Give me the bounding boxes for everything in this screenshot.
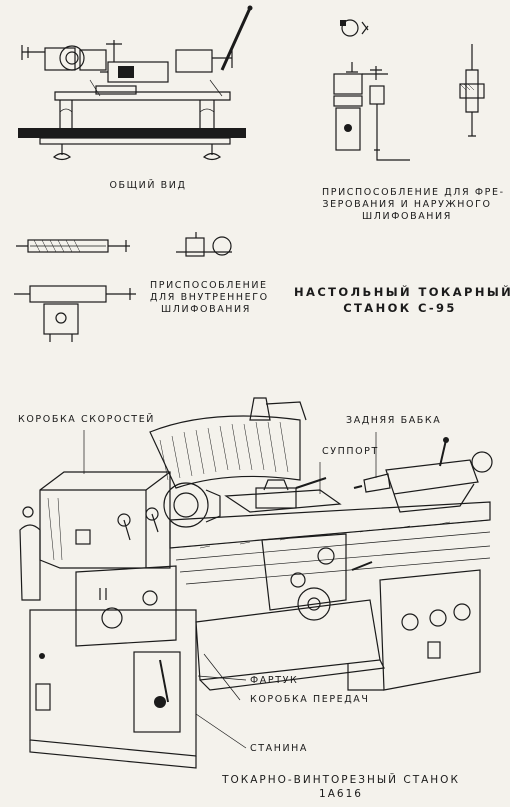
label-internal-fixture-line-2: ДЛЯ ВНУТРЕННЕГО — [150, 292, 269, 303]
internal-grinding-fixture-drawing — [14, 232, 232, 342]
title-screw-cutting-lathe-line-1: ТОКАРНО-ВИНТОРЕЗНЫЙ СТАНОК — [222, 774, 460, 786]
label-bed: СТАНИНА — [250, 743, 309, 754]
label-internal-fixture: ПРИСПОСОБЛЕНИЕ ДЛЯ ВНУТРЕННЕГО ШЛИФОВАНИ… — [150, 280, 269, 316]
label-milling-fixture-line-1: ПРИСПОСОБЛЕНИЕ ДЛЯ ФРЕ- — [322, 187, 505, 198]
label-tailstock: ЗАДНЯЯ БАБКА — [346, 415, 442, 426]
milling-fixture-drawing — [333, 19, 485, 161]
screw-cutting-lathe-drawing — [19, 397, 493, 769]
title-bench-lathe-line-2: СТАНОК С-95 — [343, 301, 457, 315]
bench-lathe-general-view — [18, 5, 253, 161]
title-screw-cutting-lathe: ТОКАРНО-ВИНТОРЕЗНЫЙ СТАНОК 1А616 — [206, 773, 476, 801]
label-headstock: КОРОБКА СКОРОСТЕЙ — [18, 414, 156, 425]
label-milling-fixture: ПРИСПОСОБЛЕНИЕ ДЛЯ ФРЕ- ЗЕРОВАНИЯ И НАРУ… — [322, 187, 505, 223]
label-milling-fixture-line-3: ШЛИФОВАНИЯ — [362, 211, 452, 222]
label-milling-fixture-line-2: ЗЕРОВАНИЯ И НАРУЖНОГО — [322, 199, 492, 210]
label-internal-fixture-line-1: ПРИСПОСОБЛЕНИЕ — [150, 280, 268, 291]
label-carriage: СУППОРТ — [322, 446, 379, 457]
label-gearbox: КОРОБКА ПЕРЕДАЧ — [250, 694, 370, 705]
label-apron: ФАРТУК — [250, 675, 299, 686]
title-bench-lathe: НАСТОЛЬНЫЙ ТОКАРНЫЙ СТАНОК С-95 — [294, 284, 510, 316]
title-bench-lathe-line-1: НАСТОЛЬНЫЙ ТОКАРНЫЙ — [294, 285, 510, 299]
title-screw-cutting-lathe-line-2: 1А616 — [319, 788, 363, 800]
label-internal-fixture-line-3: ШЛИФОВАНИЯ — [161, 304, 251, 315]
label-general-view: ОБЩИЙ ВИД — [109, 180, 187, 191]
